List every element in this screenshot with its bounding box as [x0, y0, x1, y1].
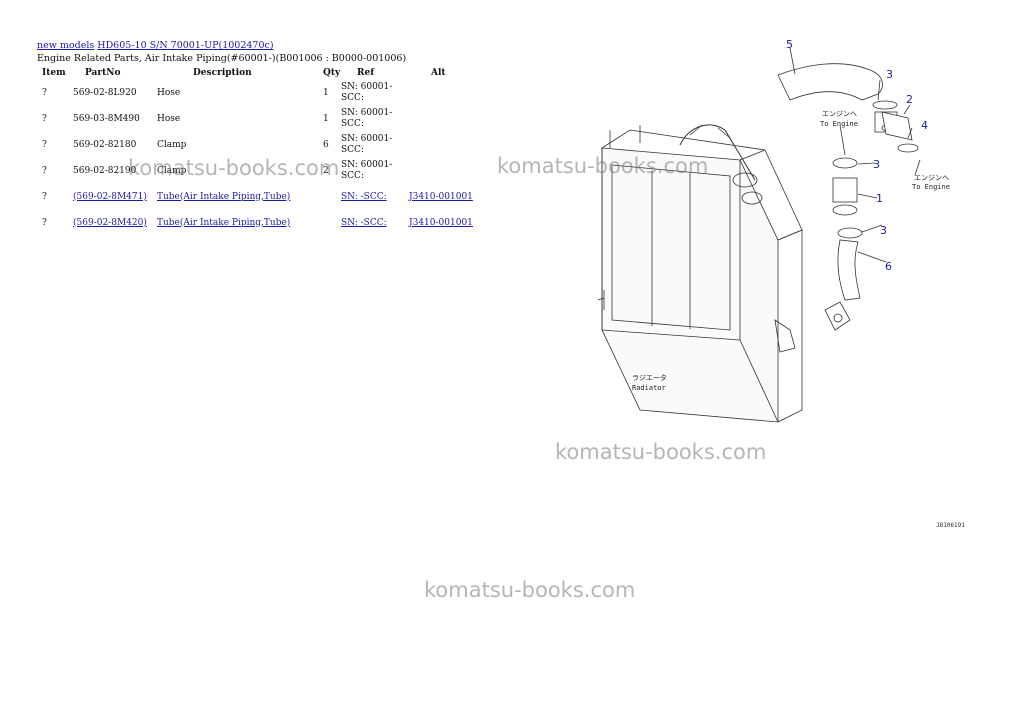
callout-3-mid: 3 — [873, 158, 880, 171]
alt-link[interactable]: J3410-001001 — [409, 191, 473, 202]
callout-3-top: 3 — [886, 68, 893, 81]
cell-qty: 1 — [323, 87, 329, 98]
table-row: ? 569-02-82180 Clamp 6 SN: 60001-SCC: — [36, 132, 501, 158]
cell-description: Hose — [157, 113, 181, 124]
callout-3-low: 3 — [880, 224, 887, 237]
engine-label-jp: エンジンへ — [822, 110, 857, 118]
cell-alt — [409, 80, 501, 106]
parts-table: Item PartNo Description Qty Ref Alt ? 56… — [36, 66, 501, 236]
cell-ref: SN: 60001-SCC: — [341, 134, 393, 155]
watermark: komatsu-books.com — [497, 154, 709, 178]
cell-item: ? — [42, 191, 47, 202]
alt-link[interactable]: J3410-001001 — [409, 217, 473, 228]
cell-item: ? — [42, 165, 47, 176]
cell-partno: 569-02-8L920 — [73, 87, 137, 98]
partno-link[interactable]: (569-02-8M471) — [73, 191, 147, 202]
cell-description: Clamp — [157, 139, 187, 150]
col-partno: PartNo — [85, 68, 121, 78]
cell-qty: 2 — [323, 165, 329, 176]
new-models-link[interactable]: new models — [37, 40, 95, 51]
callout-5: 5 — [786, 38, 793, 51]
breadcrumb: new models HD605-10 S/N 70001-UP(1002470… — [37, 40, 274, 52]
cell-alt — [409, 132, 501, 158]
engine-label-jp-2: エンジンへ — [914, 174, 949, 182]
cell-ref: SN: 60001-SCC: — [341, 82, 393, 103]
col-description: Description — [193, 68, 252, 78]
description-link[interactable]: Tube(Air Intake Piping,Tube) — [157, 217, 291, 228]
cell-partno: 569-02-82180 — [73, 139, 137, 150]
cell-partno: 569-03-8M490 — [73, 113, 140, 124]
watermark: komatsu-books.com — [128, 156, 340, 180]
col-alt: Alt — [431, 68, 446, 78]
ref-link[interactable]: SN: -SCC: — [341, 191, 387, 202]
cell-item: ? — [42, 87, 47, 98]
cell-item: ? — [42, 217, 47, 228]
cell-item: ? — [42, 113, 47, 124]
cell-alt — [409, 158, 501, 184]
watermark: komatsu-books.com — [555, 440, 767, 464]
cell-item: ? — [42, 139, 47, 150]
col-ref: Ref — [357, 68, 375, 78]
table-row: ? (569-02-8M420) Tube(Air Intake Piping,… — [36, 210, 501, 236]
col-item: Item — [42, 68, 66, 78]
engine-label-en: To Engine — [820, 120, 858, 128]
table-row: ? 569-02-82190 Clamp 2 SN: 60001-SCC: — [36, 158, 501, 184]
watermark: komatsu-books.com — [424, 578, 636, 602]
callout-6: 6 — [885, 260, 892, 273]
page-title: Engine Related Parts, Air Intake Piping(… — [37, 53, 407, 64]
model-link[interactable]: HD605-10 S/N 70001-UP(1002470c) — [97, 40, 274, 51]
engine-label-en-2: To Engine — [912, 183, 950, 191]
cell-qty — [323, 184, 341, 210]
callout-1: 1 — [876, 192, 883, 205]
ref-link[interactable]: SN: -SCC: — [341, 217, 387, 228]
col-qty: Qty — [323, 68, 341, 78]
radiator-label-jp: ラジエータ — [632, 373, 667, 382]
table-row: ? 569-03-8M490 Hose 1 SN: 60001-SCC: — [36, 106, 501, 132]
radiator-label-en: Radiator — [632, 384, 666, 392]
diagram-code: J8106191 — [936, 522, 965, 529]
cell-ref: SN: 60001-SCC: — [341, 160, 393, 181]
description-link[interactable]: Tube(Air Intake Piping,Tube) — [157, 191, 291, 202]
cell-ref: SN: 60001-SCC: — [341, 108, 393, 129]
cell-qty: 1 — [323, 113, 329, 124]
callout-2: 2 — [906, 93, 913, 106]
table-row: ? (569-02-8M471) Tube(Air Intake Piping,… — [36, 184, 501, 210]
cell-description: Hose — [157, 87, 181, 98]
cell-qty — [323, 210, 341, 236]
cell-description: Clamp — [157, 165, 187, 176]
parts-diagram: 5 3 2 4 3 1 3 6 エンジンへ To Engine エンジンへ To… — [597, 38, 950, 423]
callout-4: 4 — [921, 119, 928, 132]
cell-alt — [409, 106, 501, 132]
cell-qty: 6 — [323, 139, 329, 150]
cell-partno: 569-02-82190 — [73, 165, 137, 176]
table-row: ? 569-02-8L920 Hose 1 SN: 60001-SCC: — [36, 80, 501, 106]
partno-link[interactable]: (569-02-8M420) — [73, 217, 147, 228]
table-header-row: Item PartNo Description Qty Ref Alt — [36, 66, 501, 80]
